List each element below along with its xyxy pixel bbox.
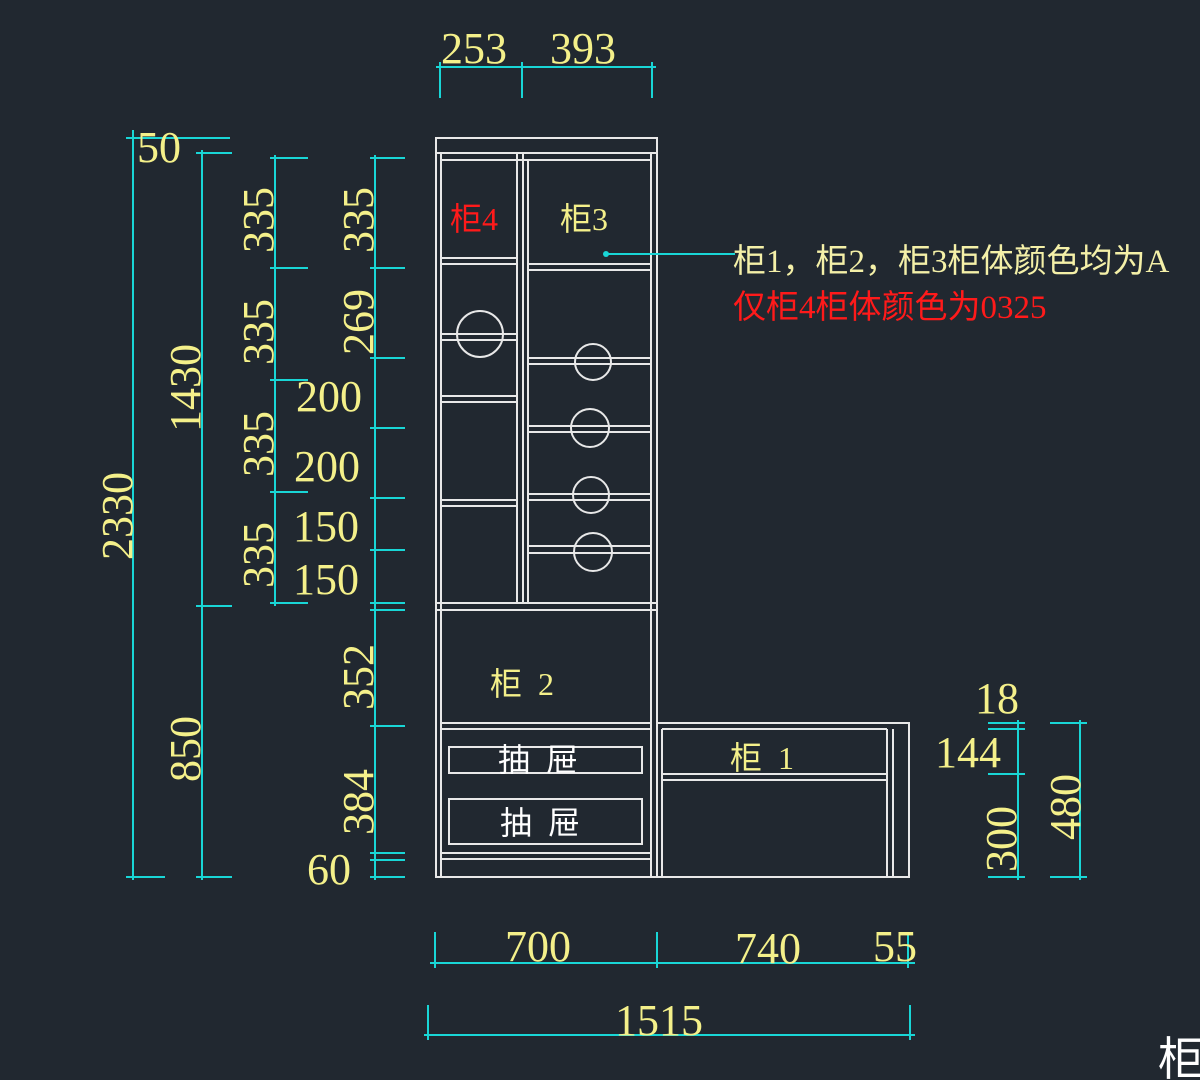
cabinet-outline bbox=[435, 137, 910, 878]
dim-left-2: 335 bbox=[234, 299, 283, 365]
label-drawer-1: 抽 屉 bbox=[498, 742, 578, 778]
dim-total-height: 2330 bbox=[93, 472, 142, 560]
label-cabinet2: 柜 2 bbox=[490, 666, 554, 702]
drawer-2 bbox=[448, 798, 643, 845]
dim-overall-width: 1515 bbox=[615, 996, 703, 1045]
label-cabinet1: 柜 1 bbox=[730, 740, 794, 776]
dim-upper-height: 1430 bbox=[161, 344, 210, 432]
dim-right-8: 384 bbox=[334, 769, 383, 835]
dim-right-9: 60 bbox=[307, 845, 351, 894]
decor-octagons bbox=[456, 310, 613, 572]
dim-side-300: 300 bbox=[977, 806, 1026, 872]
dim-right-7: 352 bbox=[334, 644, 383, 710]
dim-right-5: 150 bbox=[293, 502, 359, 551]
dim-right-1: 335 bbox=[334, 187, 383, 253]
dim-right-3: 200 bbox=[296, 372, 362, 421]
dim-left-4: 335 bbox=[234, 522, 283, 588]
dim-bottom-700: 700 bbox=[505, 922, 571, 971]
dim-side-480: 480 bbox=[1041, 774, 1090, 840]
dim-right-2: 269 bbox=[334, 289, 383, 355]
dim-top-253: 253 bbox=[441, 24, 507, 73]
dim-left-3: 335 bbox=[234, 411, 283, 477]
label-cabinet4: 柜4 bbox=[450, 201, 498, 237]
dim-side-144: 144 bbox=[935, 728, 1001, 777]
cabinet3-shelves bbox=[528, 263, 651, 554]
dim-right-6: 150 bbox=[293, 555, 359, 604]
dim-lower-height: 850 bbox=[161, 716, 210, 782]
dim-top-board: 50 bbox=[137, 123, 181, 172]
label-corner: 柜 bbox=[1158, 1034, 1200, 1080]
note-line-2: 仅柜4柜体颜色为0325 bbox=[733, 289, 1047, 326]
dim-left-1: 335 bbox=[234, 187, 283, 253]
cabinet1-outline bbox=[656, 722, 910, 878]
dim-bottom-740: 740 bbox=[735, 924, 801, 973]
dim-top-393: 393 bbox=[550, 24, 616, 73]
note-line-1: 柜1，柜2，柜3柜体颜色均为A bbox=[733, 243, 1170, 280]
dim-side-18: 18 bbox=[975, 674, 1019, 723]
dim-right-4: 200 bbox=[294, 442, 360, 491]
dimension-texts: 253 393 2330 50 1430 850 335 335 335 335… bbox=[93, 24, 1090, 1045]
dim-bottom-55: 55 bbox=[873, 922, 917, 971]
label-drawer-2: 抽 屉 bbox=[500, 805, 580, 841]
label-cabinet3: 柜3 bbox=[560, 201, 608, 237]
cabinet4-shelves bbox=[441, 257, 517, 507]
dimension-lines bbox=[126, 62, 1087, 1040]
drawer-1 bbox=[448, 746, 643, 774]
